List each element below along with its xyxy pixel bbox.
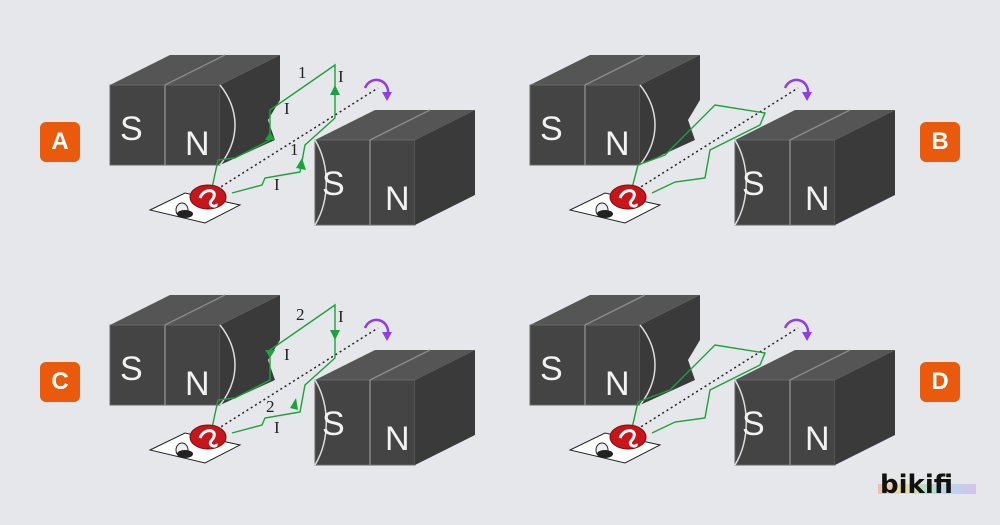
commutator-icon: [609, 184, 647, 210]
pole-label: S: [120, 350, 143, 388]
panel-b: B S N S N: [420, 0, 960, 262]
motor-diagram-d: S N S N: [529, 294, 895, 466]
pole-label: S: [742, 165, 765, 203]
pole-label: S: [120, 110, 143, 148]
current-label: 2: [266, 397, 275, 416]
pole-label: N: [185, 125, 210, 163]
panel-c: C S N S N 2 I I 2 I: [0, 240, 500, 502]
option-label-b: B: [920, 122, 960, 162]
pole-label: S: [322, 405, 345, 443]
rotation-arrow-icon: [363, 318, 390, 336]
motor-diagram-a: S N S N 1 I I 1 I: [109, 54, 475, 226]
current-symbol: I: [338, 67, 344, 86]
right-magnet-side: [415, 110, 475, 225]
rotation-arrow-icon: [783, 78, 810, 96]
option-label-c: C: [40, 362, 80, 402]
pole-label: S: [540, 110, 563, 148]
current-label: 1: [298, 63, 307, 82]
pole-label: N: [385, 180, 410, 218]
brand-logo-text: bikifi: [880, 470, 953, 500]
option-label-d: D: [920, 362, 960, 402]
panel-a: A S N S N 1 I I 1 I: [0, 0, 500, 262]
motor-diagram-c: S N S N 2 I I 2 I: [109, 294, 475, 466]
pole-label: N: [605, 365, 630, 403]
commutator-icon: [189, 184, 227, 210]
pole-label: N: [185, 365, 210, 403]
motor-diagram-b: S N S N: [529, 54, 895, 226]
pole-label: S: [742, 405, 765, 443]
commutator-icon: [189, 424, 227, 450]
pole-label: N: [805, 180, 830, 218]
rotation-arrow-icon: [783, 318, 810, 336]
right-magnet-top: [315, 110, 475, 140]
pole-label: S: [540, 350, 563, 388]
current-symbol: I: [338, 307, 344, 326]
panel-d: D S N S N: [420, 240, 960, 502]
commutator-icon: [609, 424, 647, 450]
current-symbol: I: [284, 99, 290, 118]
pole-label: N: [805, 420, 830, 458]
current-label: 1: [290, 140, 299, 159]
current-symbol: I: [274, 175, 280, 194]
option-label-a: A: [40, 122, 80, 162]
pole-label: S: [322, 165, 345, 203]
current-symbol: I: [274, 418, 280, 437]
current-symbol: I: [284, 345, 290, 364]
pole-label: N: [605, 125, 630, 163]
pole-label: N: [385, 420, 410, 458]
rotation-arrow-icon: [363, 78, 390, 96]
current-label: 2: [296, 305, 305, 324]
left-magnet-side: [220, 55, 280, 165]
brand-logo: bikifi: [878, 470, 976, 500]
